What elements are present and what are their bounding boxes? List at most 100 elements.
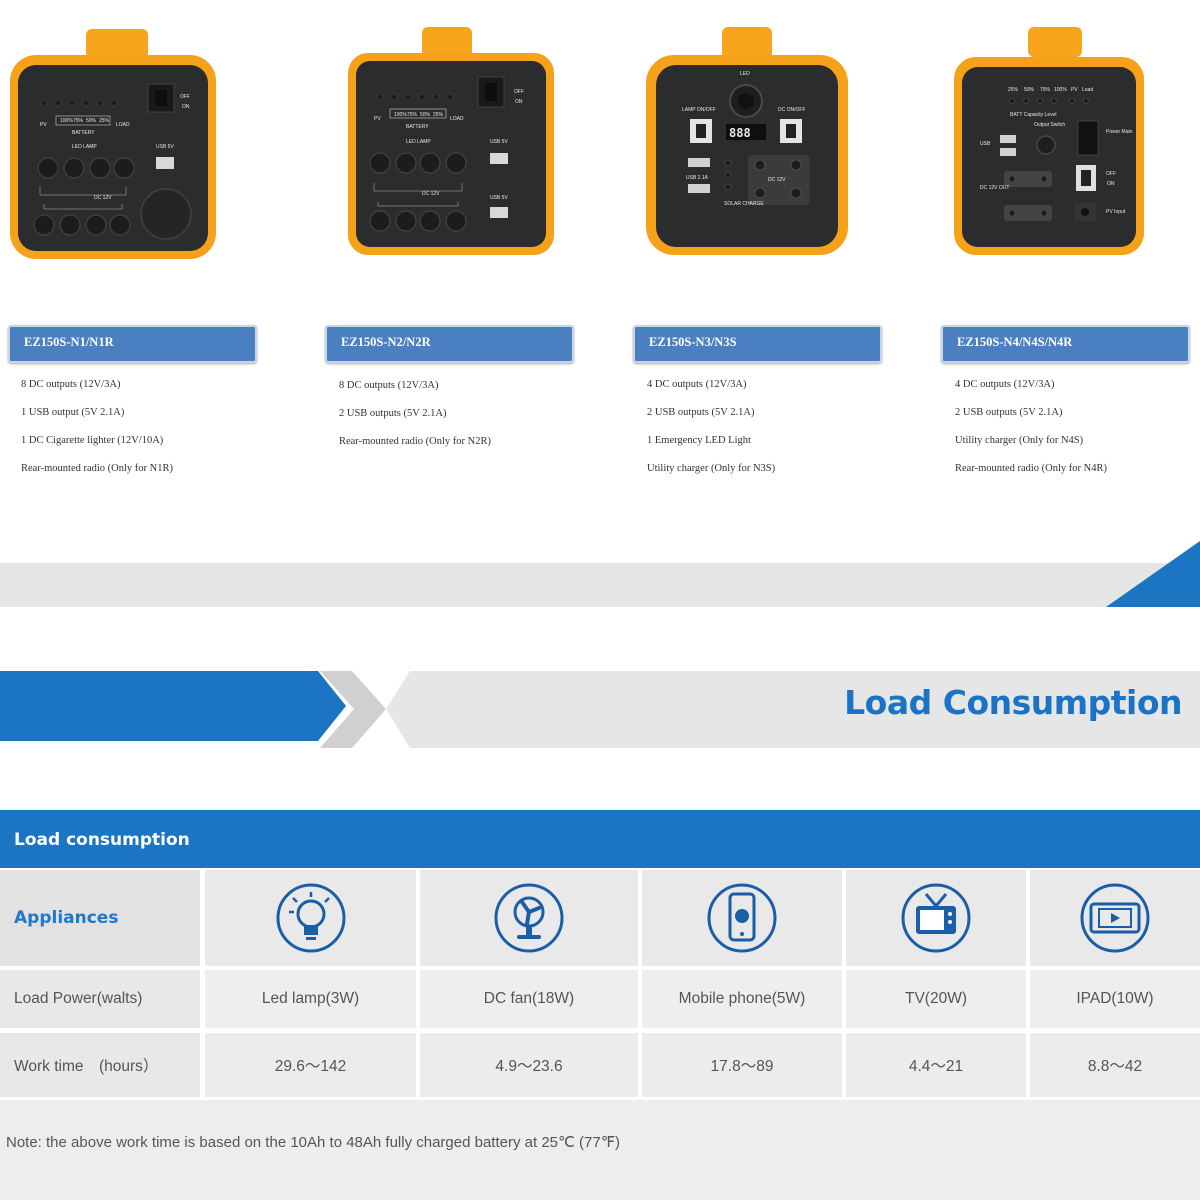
panel-dc-label: DC 12V bbox=[94, 195, 112, 201]
panel-level-4: 25% bbox=[433, 112, 444, 118]
panel-off-label: OFF bbox=[514, 89, 524, 95]
power-cell: TV(20W) bbox=[846, 970, 1026, 1028]
power-cell: DC fan(18W) bbox=[420, 970, 638, 1028]
panel-level-1: 100% bbox=[394, 112, 407, 118]
feature-item: Utility charger (Only for N3S) bbox=[647, 463, 776, 474]
panel-load-label: Load bbox=[1082, 87, 1093, 93]
power-cell: IPAD(10W) bbox=[1030, 970, 1200, 1028]
work-time-cell: 4.4～21 bbox=[846, 1033, 1026, 1097]
feature-list-n2: 8 DC outputs (12V/3A) 2 USB outputs (5V … bbox=[339, 379, 599, 463]
feature-item: 8 DC outputs (12V/3A) bbox=[21, 379, 121, 390]
feature-item: 1 DC Cigarette lighter (12V/10A) bbox=[21, 435, 164, 446]
feature-item: 8 DC outputs (12V/3A) bbox=[339, 380, 439, 391]
panel-led-label: LED bbox=[740, 71, 750, 77]
load-power-label: Load Power(walts) bbox=[0, 970, 200, 1028]
panel-load-label: LOAD bbox=[450, 116, 464, 122]
panel-on-label: ON bbox=[1107, 181, 1115, 187]
feature-list-n4: 4 DC outputs (12V/3A) 2 USB outputs (5V … bbox=[955, 378, 1200, 490]
appliance-cell-phone bbox=[642, 870, 842, 966]
work-time-label: Work time (hours） bbox=[0, 1033, 200, 1097]
model-label-n3: EZ150S-N3/N3S bbox=[633, 325, 882, 363]
fan-icon bbox=[494, 883, 564, 953]
panel-display: 888 bbox=[729, 126, 751, 140]
appliance-cell-tv bbox=[846, 870, 1026, 966]
panel-off-label: OFF bbox=[180, 94, 190, 100]
feature-item: 4 DC outputs (12V/3A) bbox=[955, 379, 1055, 390]
feature-item: Rear-mounted radio (Only for N1R) bbox=[21, 463, 173, 474]
panel-usb-label: USB 2.1A bbox=[686, 175, 709, 181]
panel-lamp-label: LED LAMP bbox=[72, 144, 97, 150]
appliances-label-cell: Appliances bbox=[0, 870, 200, 966]
panel-level-2: 75% bbox=[407, 112, 418, 118]
feature-item: Rear-mounted radio (Only for N2R) bbox=[339, 436, 491, 447]
feature-item: 2 USB outputs (5V 2.1A) bbox=[955, 407, 1063, 418]
panel-level-3: 50% bbox=[420, 112, 431, 118]
panel-level-1: 25% bbox=[1008, 87, 1019, 93]
panel-off-label: OFF bbox=[1106, 171, 1116, 177]
power-cell: Mobile phone(5W) bbox=[642, 970, 842, 1028]
panel-on-label: ON bbox=[515, 99, 523, 105]
panel-pv-label: PV bbox=[374, 116, 381, 122]
appliance-cell-led bbox=[205, 870, 416, 966]
tablet-icon bbox=[1080, 883, 1150, 953]
model-label-n4: EZ150S-N4/N4S/N4R bbox=[941, 325, 1190, 363]
product-image-n3: LED LAMP ON/OFF DC ON/OFF 888 USB 2.1A D… bbox=[640, 27, 860, 267]
panel-output-label: Output Switch bbox=[1034, 122, 1065, 128]
work-time-cell: 29.6～142 bbox=[205, 1033, 416, 1097]
table-row-appliances: Appliances bbox=[0, 870, 1200, 966]
divider-triangle bbox=[1106, 541, 1200, 607]
table-row-load-power: Load Power(walts) Led lamp(3W) DC fan(18… bbox=[0, 970, 1200, 1028]
table-header-bar: Load consumption bbox=[0, 810, 1200, 868]
panel-usb-label: USB 5V bbox=[490, 139, 508, 145]
panel-pv-label: PV bbox=[40, 122, 47, 128]
panel-level-2: 75% bbox=[73, 118, 84, 124]
footnote: Note: the above work time is based on th… bbox=[6, 1134, 620, 1151]
panel-pv-label: PV bbox=[1071, 87, 1078, 93]
panel-level-4: 25% bbox=[99, 118, 110, 124]
feature-item: 1 Emergency LED Light bbox=[647, 435, 751, 446]
panel-level-3: 50% bbox=[86, 118, 97, 124]
product-image-n1: PV LOAD 100% 75% 50% 25% BATTERY OFF ON … bbox=[8, 27, 228, 267]
section-heading-band bbox=[0, 668, 1200, 750]
panel-power-label: Power Main bbox=[1106, 129, 1133, 135]
table-title: Load consumption bbox=[14, 830, 190, 850]
panel-usb-label-2: USB 5V bbox=[490, 195, 508, 201]
work-time-cell: 8.8～42 bbox=[1030, 1033, 1200, 1097]
feature-list-n3: 4 DC outputs (12V/3A) 2 USB outputs (5V … bbox=[647, 378, 907, 490]
panel-dc-label: DC 12V bbox=[422, 191, 440, 197]
panel-level-2: 50% bbox=[1024, 87, 1035, 93]
work-time-cell: 4.9～23.6 bbox=[420, 1033, 638, 1097]
note-band bbox=[0, 1100, 1200, 1200]
section-title: Load Consumption bbox=[844, 683, 1182, 722]
model-label-n2: EZ150S-N2/N2R bbox=[325, 325, 574, 363]
appliance-cell-fan bbox=[420, 870, 638, 966]
panel-dc-label: DC 12V bbox=[768, 177, 786, 183]
panel-on-label: ON bbox=[182, 104, 190, 110]
mobile-phone-icon bbox=[707, 883, 777, 953]
panel-usb-label: USB 5V bbox=[156, 144, 174, 150]
panel-pv-input-label: PV Input bbox=[1106, 209, 1126, 215]
product-image-n2: PV LOAD 100% 75% 50% 25% BATTERY OFF ON … bbox=[344, 27, 564, 267]
panel-lamp-label: LED LAMP bbox=[406, 139, 431, 145]
feature-list-n1: 8 DC outputs (12V/3A) 1 USB output (5V 2… bbox=[21, 378, 281, 490]
feature-item: 2 USB outputs (5V 2.1A) bbox=[647, 407, 755, 418]
panel-lamp-switch-label: LAMP ON/OFF bbox=[682, 107, 716, 113]
led-bulb-icon bbox=[276, 883, 345, 953]
panel-dc-label: DC 12V OUT bbox=[980, 185, 1009, 191]
panel-level-4: 100% bbox=[1054, 87, 1067, 93]
panel-solar-label: SOLAR CHARGE bbox=[724, 201, 764, 207]
panel-level-1: 100% bbox=[60, 118, 73, 124]
feature-item: Utility charger (Only for N4S) bbox=[955, 435, 1084, 446]
product-image-n4: 25% 50% 75% 100% PV Load BATT Capacity L… bbox=[950, 27, 1170, 267]
panel-batt-label: BATT Capacity Level bbox=[1010, 112, 1057, 118]
appliances-label: Appliances bbox=[14, 908, 119, 928]
divider-band bbox=[0, 563, 1200, 607]
feature-item: Rear-mounted radio (Only for N4R) bbox=[955, 463, 1107, 474]
tv-icon bbox=[901, 883, 971, 953]
panel-load-label: LOAD bbox=[116, 122, 130, 128]
appliance-cell-tablet bbox=[1030, 870, 1200, 966]
panel-dc-switch-label: DC ON/OFF bbox=[778, 107, 806, 113]
panel-battery-label: BATTERY bbox=[72, 130, 95, 136]
panel-battery-label: BATTERY bbox=[406, 124, 429, 130]
model-label-n1: EZ150S-N1/N1R bbox=[8, 325, 257, 363]
